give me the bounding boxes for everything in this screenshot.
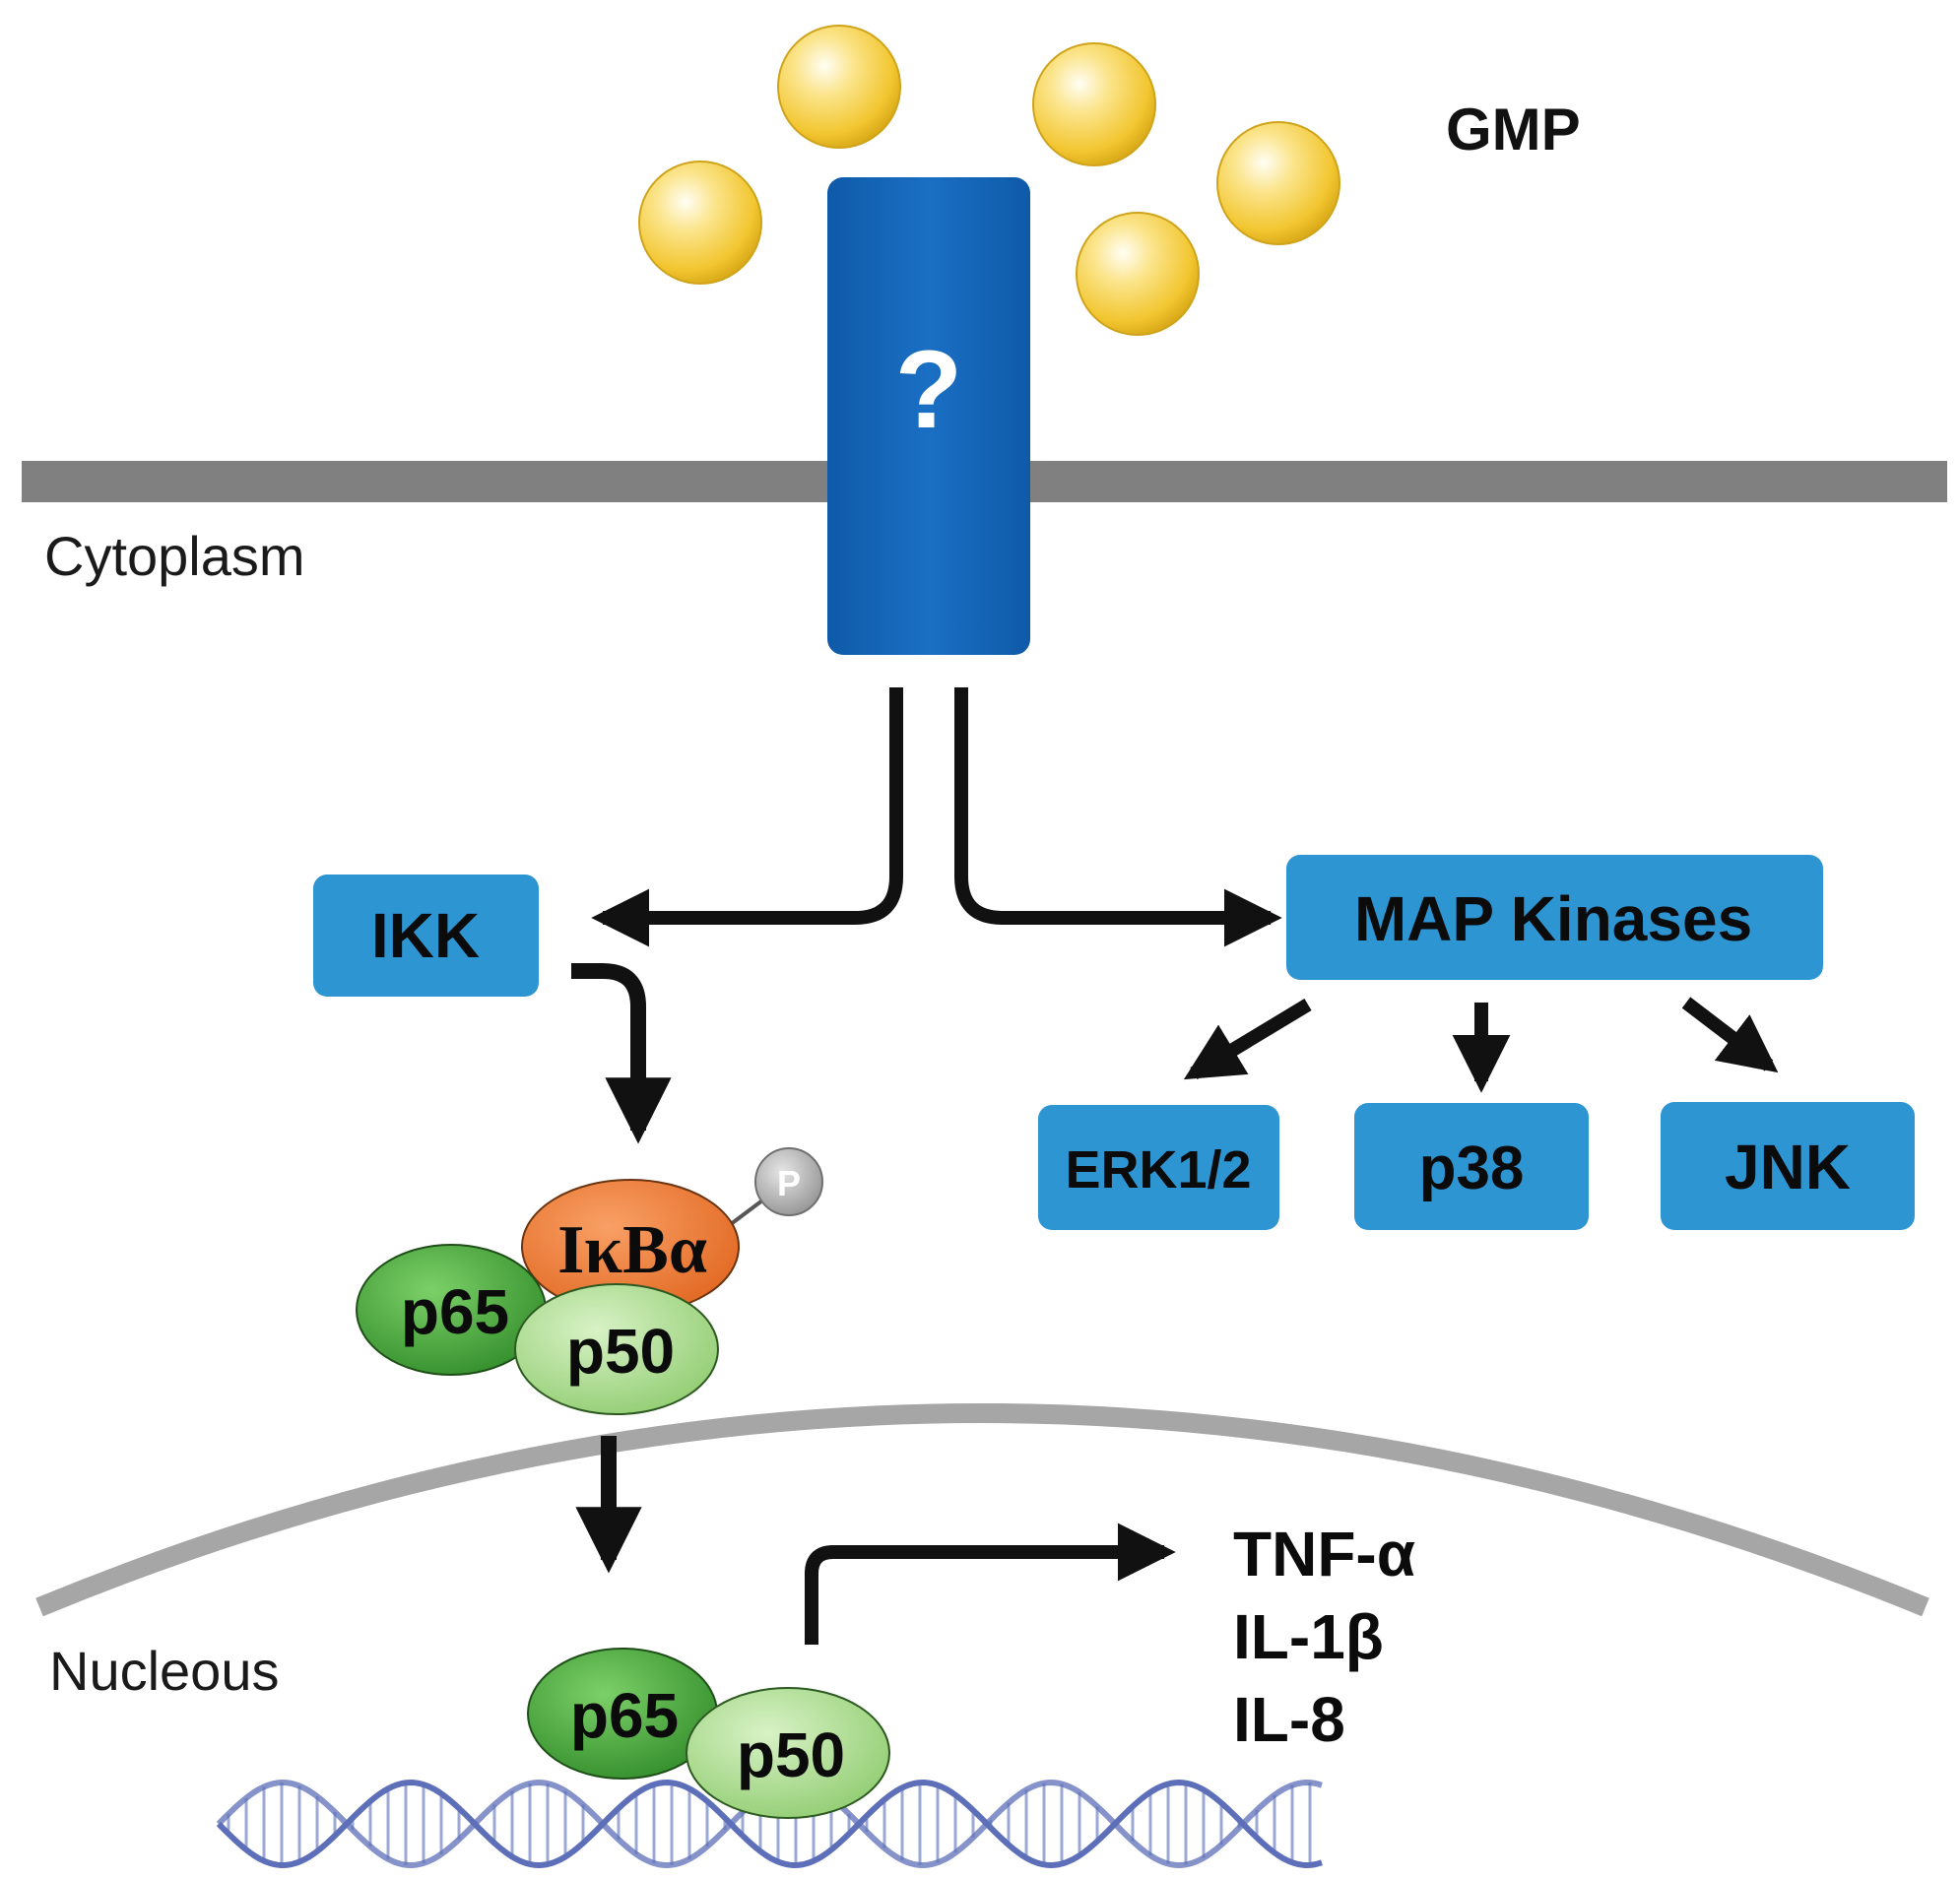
gmp-sphere <box>638 161 762 285</box>
p50-protein <box>514 1283 719 1415</box>
phosphate-label: P <box>777 1163 801 1203</box>
output-il-8: IL-8 <box>1233 1684 1345 1755</box>
arrow-ikk-to-complex <box>571 963 672 1144</box>
arrow-receptor-to-ikk <box>591 687 903 947</box>
arrow-mapk-to-erk <box>1183 999 1312 1080</box>
p38-label: p38 <box>1419 1134 1525 1202</box>
output-tnf-alpha: TNF-α <box>1233 1519 1415 1589</box>
gmp-sphere <box>1076 212 1200 336</box>
receptor <box>827 177 1030 655</box>
p38-box <box>1354 1103 1589 1230</box>
phosphate-group <box>754 1147 823 1216</box>
ikk-box <box>313 875 539 997</box>
erk-box <box>1038 1105 1279 1230</box>
nuclear-p50-label: p50 <box>737 1719 845 1790</box>
gmp-sphere <box>777 25 901 149</box>
gmp-sphere <box>1216 121 1340 245</box>
output-il-1beta: IL-1β <box>1233 1601 1384 1672</box>
nuclear-p65-label: p65 <box>570 1680 679 1751</box>
nuclear-p50-protein <box>686 1687 890 1819</box>
cytoplasm-label: Cytoplasm <box>44 525 305 587</box>
ikba-label: IκBα <box>557 1212 707 1288</box>
p50-label: p50 <box>566 1316 675 1387</box>
mapk-box <box>1286 855 1823 980</box>
receptor-question-mark: ? <box>895 328 962 451</box>
p65-label: p65 <box>401 1276 509 1347</box>
arrow-transcription <box>805 1523 1176 1645</box>
nucleus-label: Nucleous <box>49 1640 279 1702</box>
jnk-label: JNK <box>1725 1132 1851 1202</box>
ikk-label: IKK <box>371 900 480 971</box>
arrow-receptor-to-mapk <box>954 687 1282 947</box>
gmp-label: GMP <box>1446 97 1581 162</box>
arrow-mapk-to-jnk <box>1681 997 1779 1073</box>
jnk-box <box>1661 1102 1915 1230</box>
mapk-label: MAP Kinases <box>1354 883 1752 954</box>
gmp-sphere <box>1032 42 1156 166</box>
nuclear-envelope <box>35 1403 1929 1617</box>
gmp-ligand-spheres <box>638 25 1340 336</box>
erk-label: ERK1/2 <box>1065 1140 1251 1199</box>
